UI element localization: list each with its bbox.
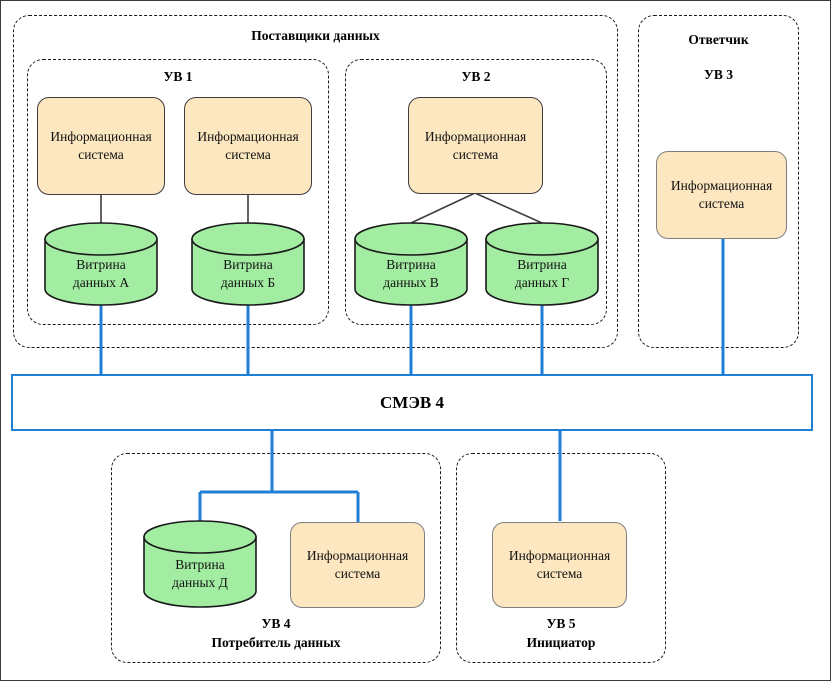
is-uv1-a-line2: система	[78, 147, 124, 162]
is-uv5-line1: Информационная	[508, 548, 611, 564]
data-mart-shape-v	[354, 222, 468, 306]
is-uv5-line2: система	[536, 566, 583, 581]
is-uv4-line1: Информационная	[306, 548, 409, 564]
group-title-providers: Поставщики данных	[251, 28, 380, 43]
information-system-uv3[interactable]: Информационная система	[656, 151, 787, 239]
smev-bus-label: СМЭВ 4	[380, 393, 444, 412]
data-mart-shape-d	[143, 520, 257, 608]
is-uv1-b-line1: Информационная	[197, 129, 299, 145]
group-title-uv5: УВ 5	[546, 616, 576, 631]
information-system-uv1-b[interactable]: Информационная система	[184, 97, 312, 195]
is-uv1-a-line1: Информационная	[50, 129, 152, 145]
group-subtitle-uv4: Потребитель данных	[211, 635, 341, 650]
information-system-uv2[interactable]: Информационная система	[408, 97, 543, 194]
group-title-responder: Ответчик	[688, 32, 749, 47]
is-uv3-line1: Информационная	[670, 178, 773, 194]
is-uv2-line1: Информационная	[424, 128, 527, 144]
group-title-uv3: УВ 3	[703, 67, 734, 82]
information-system-uv5[interactable]: Информационная система	[492, 522, 627, 608]
group-title-uv2: УВ 2	[461, 69, 491, 84]
group-title-uv4: УВ 4	[261, 616, 291, 631]
data-mart-shape-a	[44, 222, 158, 306]
is-uv4-line2: система	[334, 566, 381, 581]
is-uv3-line2: система	[698, 196, 745, 211]
group-frame-uv4	[111, 453, 441, 663]
link-is-mart-v	[410, 192, 476, 224]
is-uv2-line2: система	[452, 146, 499, 162]
information-system-uv4[interactable]: Информационная система	[290, 522, 425, 608]
group-title-uv1: УВ 1	[163, 69, 193, 84]
information-system-uv1-a[interactable]: Информационная система	[37, 97, 165, 195]
data-mart-shape-b	[191, 222, 305, 306]
group-frame-uv1	[27, 59, 329, 325]
group-subtitle-uv5: Инициатор	[526, 635, 596, 650]
group-frame-responder	[638, 15, 799, 348]
group-frame-uv2	[345, 59, 607, 325]
link-is-mart-g	[474, 192, 543, 224]
is-uv1-b-line2: система	[225, 147, 271, 162]
group-frame-providers	[13, 15, 618, 348]
smev-bus-bar[interactable]	[11, 374, 813, 431]
data-mart-shape-g	[485, 222, 599, 306]
